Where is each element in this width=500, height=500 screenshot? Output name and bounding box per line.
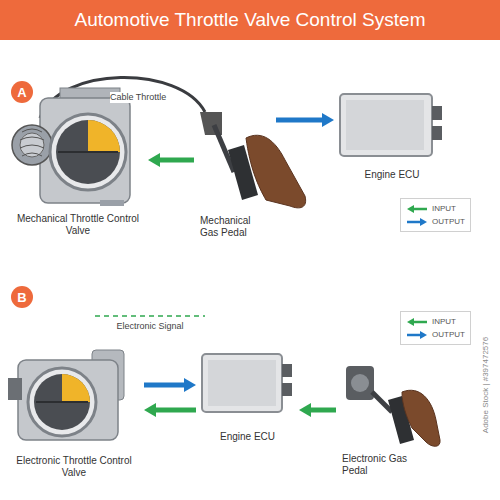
arrow-head	[407, 205, 414, 213]
flow-arrow	[276, 113, 334, 127]
arrow-shaft	[276, 118, 323, 123]
legend-entry: INPUT	[406, 315, 465, 328]
arrow-head	[322, 113, 334, 127]
legend-text: INPUT	[432, 204, 456, 213]
arrow-head	[420, 218, 427, 226]
part-label: Engine ECU	[338, 168, 446, 182]
legend-entry: INPUT	[406, 202, 465, 215]
part-label: Electronic Throttle Control Valve	[8, 454, 140, 480]
mechanical-throttle-body	[12, 88, 130, 206]
legend-box: INPUT OUTPUT	[400, 198, 471, 232]
flow-arrow	[144, 378, 196, 392]
arrow-head	[299, 403, 311, 417]
legend-entry: OUTPUT	[406, 328, 465, 341]
legend-entry: OUTPUT	[406, 215, 465, 228]
part-label: Mechanical Gas Pedal	[198, 214, 272, 240]
section-letter: A	[17, 86, 26, 99]
legend-arrow	[406, 331, 428, 339]
component-node: Mechanical Gas Pedal	[198, 105, 272, 240]
ecu-unit	[340, 94, 442, 156]
component-node: Electronic Gas Pedal	[340, 360, 430, 478]
arrow-shaft	[310, 408, 336, 413]
title-text: Automotive Throttle Valve Control System	[75, 9, 426, 31]
legend-text: OUTPUT	[432, 330, 465, 339]
mechanical-pedal	[200, 112, 306, 208]
arrow-head	[407, 318, 414, 326]
arrow-shaft	[144, 383, 185, 388]
section-letter: B	[17, 291, 26, 304]
part-label: Mechanical Throttle Control Valve	[12, 212, 144, 238]
arrow-head	[148, 153, 160, 167]
flow-arrow	[299, 403, 336, 417]
component-node: Engine ECU	[338, 92, 446, 182]
arrow-shaft	[407, 220, 421, 223]
component-node: Engine ECU	[200, 352, 295, 444]
arrow-shaft	[159, 158, 194, 163]
ecu-unit	[202, 354, 292, 412]
arrow-head	[184, 378, 196, 392]
arrow-shaft	[407, 333, 421, 336]
callout-label: Electronic Signal	[100, 321, 200, 332]
flow-arrow	[144, 403, 196, 417]
section-badge: A	[11, 81, 33, 103]
arrow-shaft	[413, 320, 427, 323]
legend-text: INPUT	[432, 317, 456, 326]
arrow-shaft	[155, 408, 196, 413]
part-label: Electronic Gas Pedal	[340, 452, 430, 478]
title-bar: Automotive Throttle Valve Control System	[0, 0, 500, 40]
watermark-text: Adobe Stock | #397472576	[480, 305, 490, 465]
legend-arrow	[406, 318, 428, 326]
arrow-shaft	[413, 207, 427, 210]
legend-arrow	[406, 205, 428, 213]
legend-arrow	[406, 218, 428, 226]
arrow-head	[420, 331, 427, 339]
section-badge: B	[11, 286, 33, 308]
callout-label: Cable Throttle	[110, 92, 182, 103]
legend-box: INPUT OUTPUT	[400, 311, 471, 345]
part-label: Engine ECU	[200, 430, 295, 444]
arrow-head	[144, 403, 156, 417]
flow-arrow	[148, 153, 194, 167]
electronic-pedal	[346, 366, 440, 446]
legend-text: OUTPUT	[432, 217, 465, 226]
electronic-throttle-body	[8, 350, 124, 440]
component-node: Electronic Throttle Control Valve	[8, 345, 140, 480]
signal-dash	[95, 315, 205, 317]
